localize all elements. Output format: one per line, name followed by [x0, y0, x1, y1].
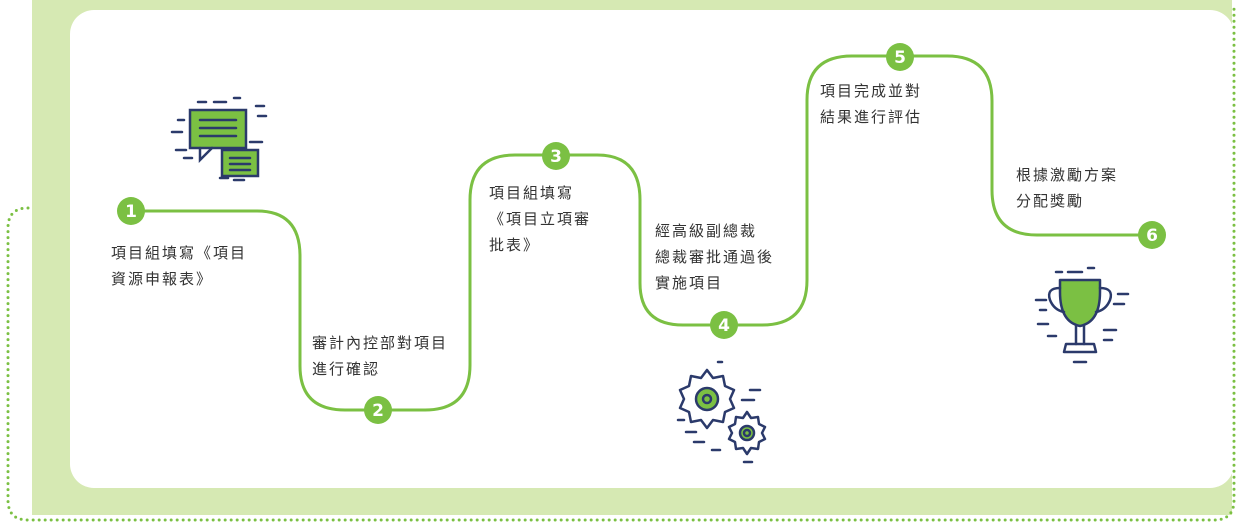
step-6-text: 根據激勵方案 分配獎勵 [1016, 166, 1119, 210]
gears-icon [676, 360, 767, 464]
step-5-text: 項目完成並對 結果進行評估 [820, 82, 923, 126]
svg-text:2: 2 [372, 401, 384, 421]
svg-text:5: 5 [894, 48, 906, 68]
svg-text:6: 6 [1146, 226, 1158, 246]
svg-text:1: 1 [125, 202, 137, 222]
step-badge-1: 1 [117, 197, 145, 225]
step-4-text: 經高級副總裁 總裁審批通過後 實施項目 [655, 222, 775, 292]
trophy-icon [1034, 266, 1130, 364]
flow-line [131, 54, 1152, 412]
step-badge-2: 2 [364, 396, 392, 424]
dotted-frame [6, 6, 1236, 522]
step-badge-3: 3 [542, 142, 570, 170]
chat-documents-icon [170, 96, 268, 182]
step-badge-5: 5 [886, 43, 914, 71]
step-1-text: 項目組填寫《項目 資源申報表》 [111, 244, 248, 288]
step-badge-6: 6 [1138, 221, 1166, 249]
white-panel [70, 10, 1234, 488]
step-badge-4: 4 [710, 311, 738, 339]
step-3-text: 項目組填寫 《項目立項審 批表》 [489, 184, 592, 254]
svg-text:3: 3 [550, 147, 562, 167]
svg-text:4: 4 [718, 316, 730, 336]
step-2-text: 審計內控部對項目 進行確認 [312, 334, 449, 378]
